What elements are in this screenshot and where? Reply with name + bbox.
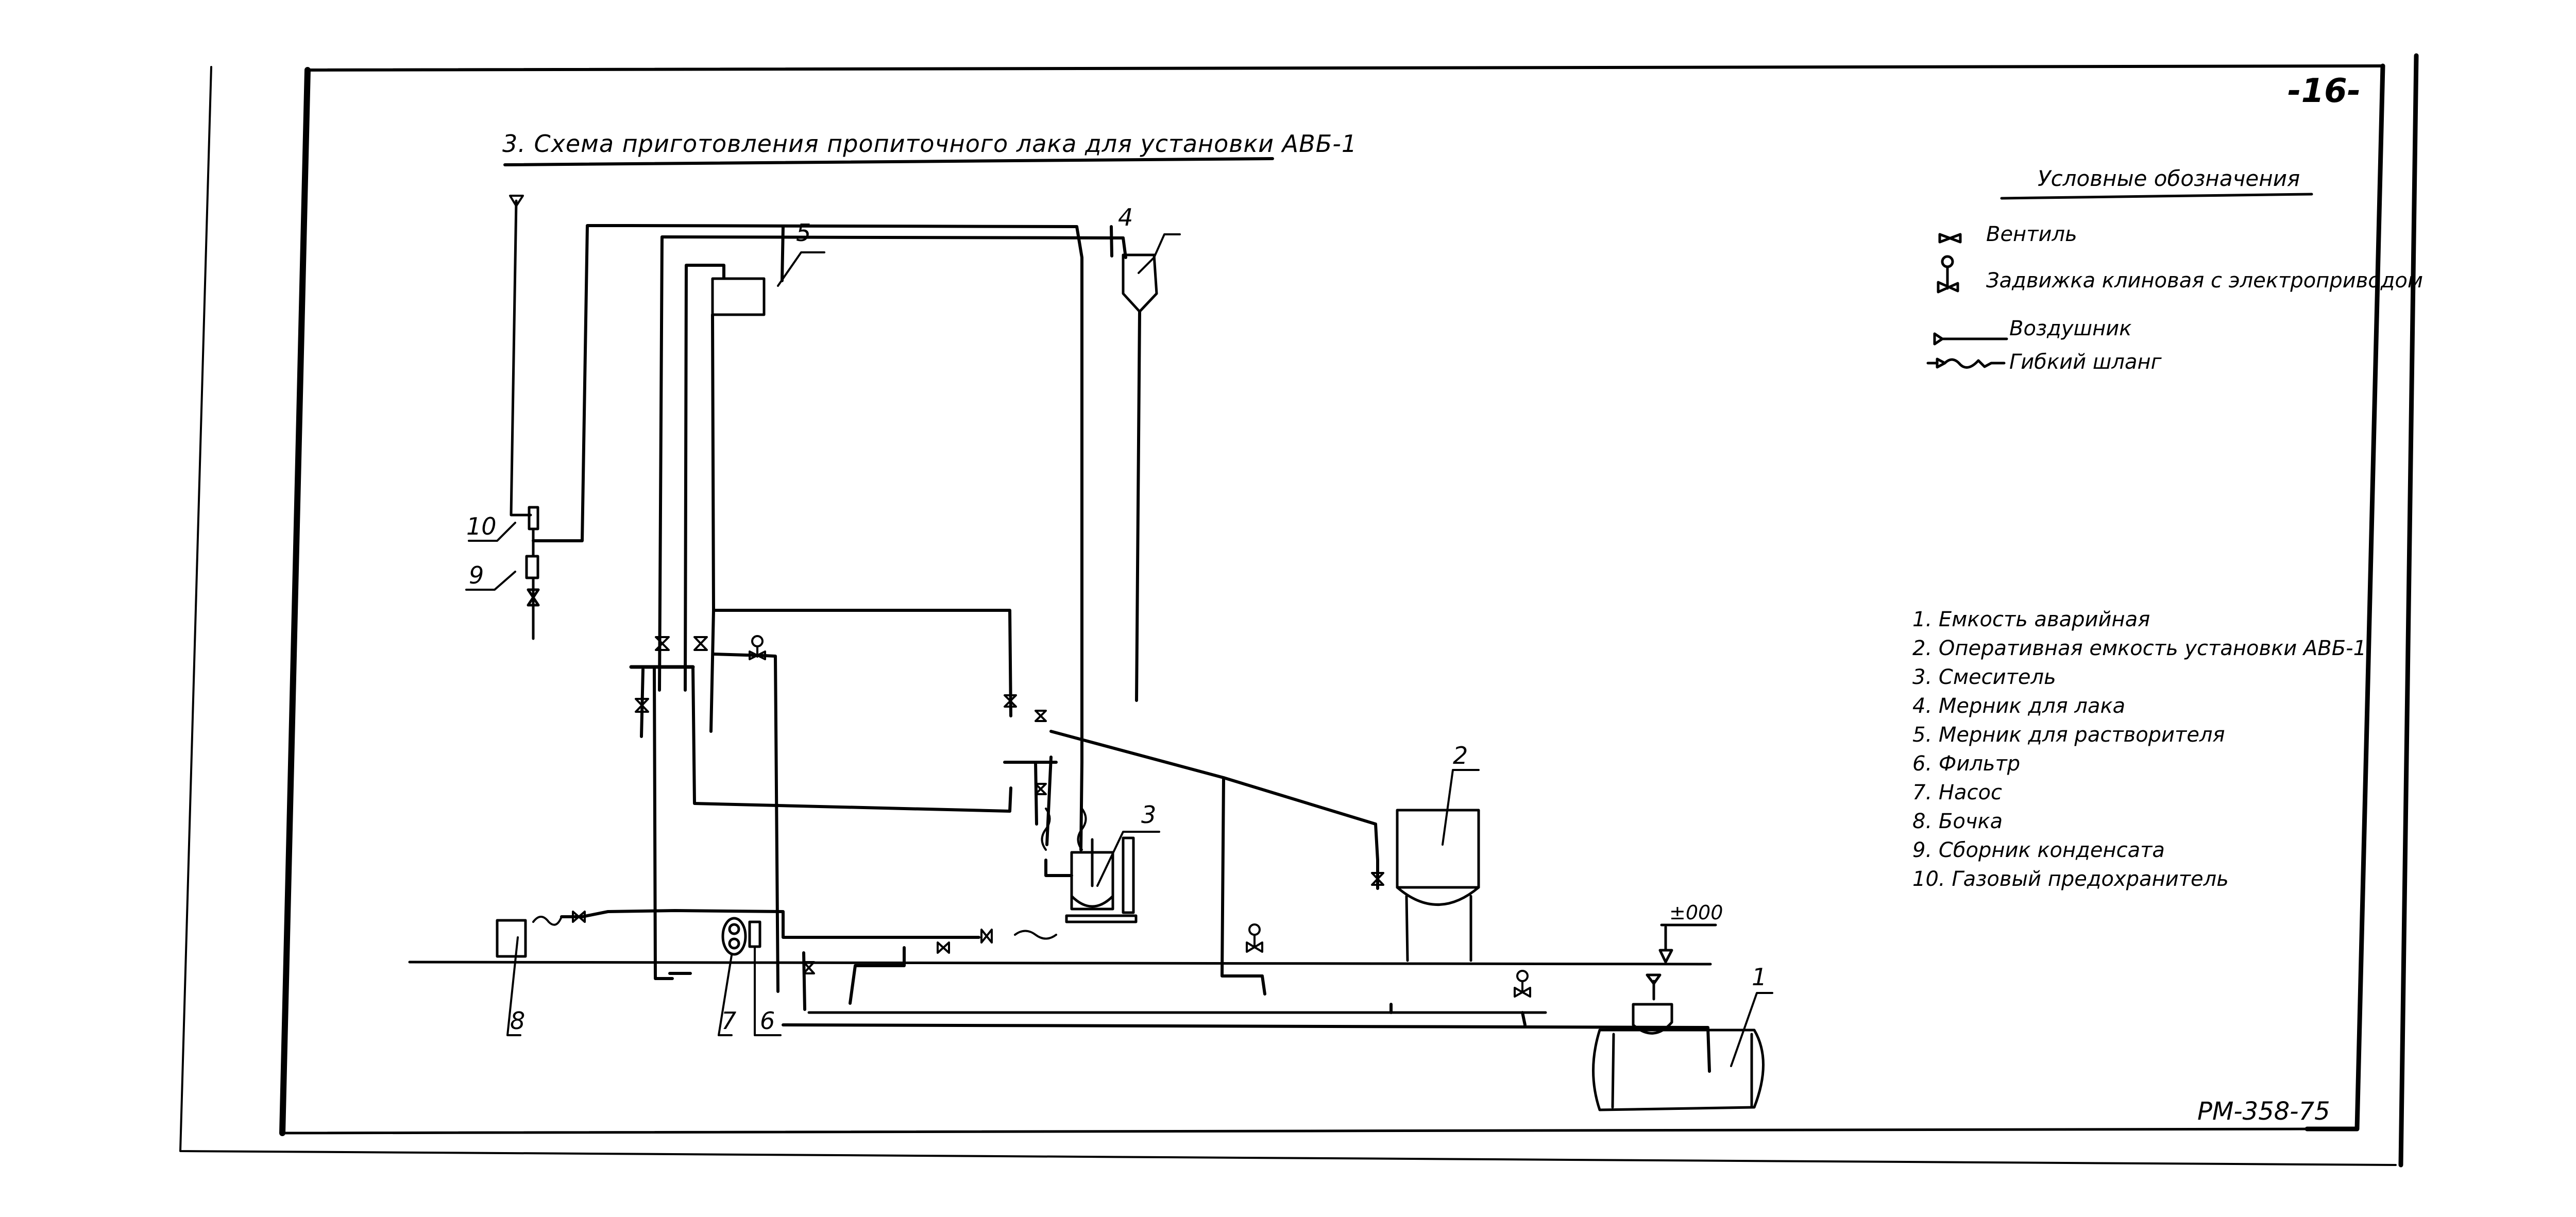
- parts-list-item: 5. Мерник для растворителя: [1912, 723, 2225, 747]
- parts-list-item: 10. Газовый предохранитель: [1912, 867, 2229, 891]
- callout-leaders: [465, 233, 1773, 1067]
- legend-item-gate-valve: Задвижка клиновая с электроприводом: [1986, 269, 2423, 293]
- parts-list-item: 4. Мерник для лака: [1912, 694, 2126, 718]
- callout-2: 2: [1453, 742, 1468, 769]
- callout-1: 1: [1752, 963, 1767, 991]
- parts-list-item: 9. Сборник конденсата: [1912, 838, 2165, 862]
- callout-5: 5: [796, 219, 811, 247]
- diagram-valves: [532, 635, 1531, 998]
- valve-icon: [635, 698, 649, 713]
- legend-item-valve: Вентиль: [1986, 222, 2077, 246]
- legend-title: Условные обозначения: [2038, 166, 2300, 191]
- air-vent-label: Воздушник: [2009, 317, 2132, 340]
- valve-icon: [1371, 872, 1384, 886]
- parts-list-item: 8. Бочка: [1912, 810, 2003, 833]
- valve-icon: [1035, 783, 1047, 795]
- valve-icon: [803, 961, 815, 974]
- legend-item-air-vent: Воздушник: [2009, 317, 2131, 340]
- valve-icon: [693, 636, 708, 651]
- floor-line: [408, 961, 1712, 966]
- parts-list-item: 3. Смеситель: [1912, 665, 2056, 689]
- valve-icon: [655, 636, 670, 651]
- elevation-mark: ±000: [1669, 901, 1723, 924]
- callout-3: 3: [1141, 801, 1157, 829]
- parts-list-item: 7. Насос: [1912, 781, 2002, 804]
- callout-8: 8: [510, 1007, 526, 1035]
- barrel-8: [496, 919, 527, 958]
- legend-title-underline: [2000, 193, 2313, 200]
- valve-icon: [1035, 710, 1047, 722]
- valve-icon: [937, 941, 950, 954]
- page-number: -16-: [2287, 72, 2361, 110]
- valve-label: Вентиль: [1986, 222, 2077, 246]
- callout-9: 9: [469, 561, 484, 589]
- legend-item-flexible-hose: Гибкий шланг: [2009, 350, 2162, 374]
- piping: [509, 195, 1711, 1073]
- parts-list: 1. Емкость аварийная 2. Оперативная емко…: [1912, 605, 2366, 894]
- gate-valve-label: Задвижка клиновая с электроприводом: [1986, 269, 2424, 293]
- sheet-frame: [179, 53, 2419, 1168]
- callout-4: 4: [1118, 203, 1133, 231]
- callout-7: 7: [721, 1007, 737, 1035]
- callout-10: 10: [466, 512, 497, 540]
- parts-list-item: 1. Емкость аварийная: [1912, 608, 2150, 631]
- valve-icon: [980, 929, 993, 944]
- legend-symbols: [1926, 233, 2008, 369]
- equipment: [496, 506, 1765, 1111]
- document-code: РМ-358-75: [2197, 1097, 2330, 1126]
- title-underline: [503, 157, 1274, 166]
- valve-icon: [1004, 694, 1017, 708]
- diagram-title: 3. Схема приготовления пропиточного лака…: [502, 130, 1358, 158]
- valve-icon: [572, 911, 586, 923]
- parts-list-item: 6. Фильтр: [1912, 752, 2021, 776]
- parts-list-item: 2. Оперативная емкость установки АВБ-1: [1912, 637, 2367, 660]
- flexible-hose-label: Гибкий шланг: [2009, 350, 2162, 374]
- callout-6: 6: [760, 1007, 775, 1035]
